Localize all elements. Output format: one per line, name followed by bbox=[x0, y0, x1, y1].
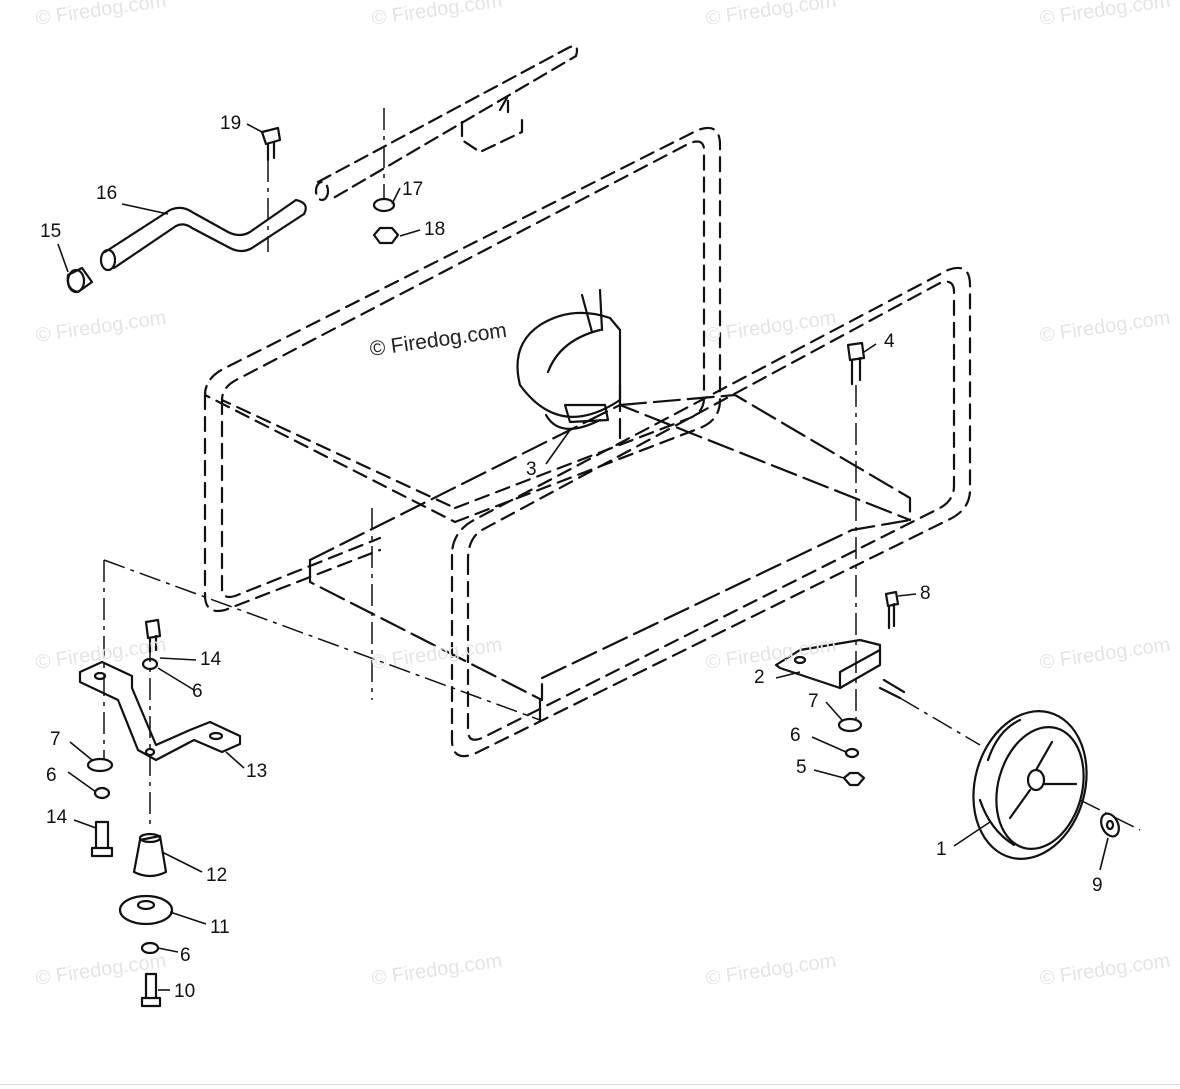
part-label-6: 6 bbox=[46, 765, 57, 786]
part-label-12: 12 bbox=[206, 865, 228, 886]
part-label-7: 7 bbox=[50, 729, 61, 750]
part-label-2: 2 bbox=[754, 667, 765, 688]
end-cap bbox=[66, 266, 94, 294]
part-label-3: 3 bbox=[526, 459, 537, 480]
part-label-10: 10 bbox=[174, 981, 196, 1002]
part-label-6: 6 bbox=[790, 725, 801, 746]
part-label-1: 1 bbox=[936, 839, 947, 860]
part-label-6: 6 bbox=[180, 945, 191, 966]
front-wheel bbox=[972, 710, 1088, 860]
part-label-14: 14 bbox=[200, 649, 222, 670]
part-label-11: 11 bbox=[210, 917, 230, 938]
axle-bracket bbox=[774, 638, 906, 700]
handle-tube bbox=[99, 198, 307, 272]
mount-bracket-13 bbox=[78, 660, 242, 762]
rear-frame bbox=[203, 126, 722, 613]
part-label-15: 15 bbox=[40, 221, 62, 242]
part-label-18: 17 bbox=[402, 179, 424, 200]
bottom-divider bbox=[0, 1084, 1180, 1085]
part-label-14: 14 bbox=[46, 807, 68, 828]
part-label-19: 18 bbox=[424, 219, 446, 240]
part-label-4: 4 bbox=[884, 331, 895, 352]
rear-wheel bbox=[516, 288, 622, 430]
part-label-6: 6 bbox=[192, 681, 203, 702]
part-label-8: 8 bbox=[920, 583, 931, 604]
part-label-5: 5 bbox=[796, 757, 807, 778]
part-label-7: 7 bbox=[808, 691, 819, 712]
part-label-17: 19 bbox=[220, 113, 242, 134]
bolt-17 bbox=[260, 126, 282, 162]
handle-extension bbox=[314, 45, 579, 202]
part-label-16: 16 bbox=[96, 183, 118, 204]
part-label-9: 9 bbox=[1092, 875, 1103, 896]
front-frame bbox=[450, 266, 972, 758]
part-label-13: 13 bbox=[246, 761, 268, 782]
